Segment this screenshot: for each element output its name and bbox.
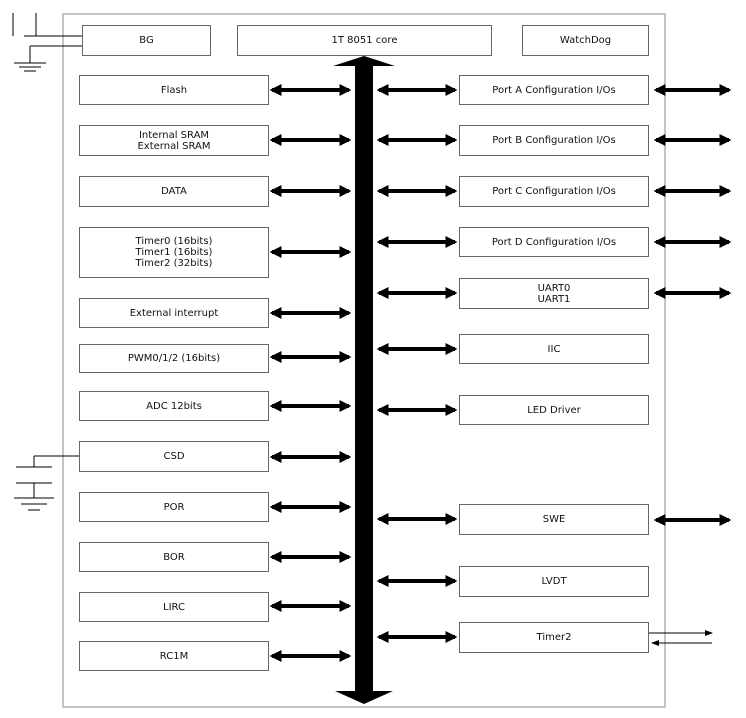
port-d-block: Port D Configuration I/Os: [459, 227, 649, 257]
led-driver-block: LED Driver: [459, 395, 649, 425]
watchdog-block: WatchDog: [522, 25, 649, 56]
watchdog-label: WatchDog: [559, 35, 612, 46]
chip-boundary: [62, 13, 666, 708]
csd-external-circuit: [14, 455, 79, 511]
rc1m-label: RC1M: [159, 650, 189, 662]
port-c-block: Port C Configuration I/Os: [459, 176, 649, 207]
external-sram-label: External SRAM: [137, 140, 211, 152]
timer2-signal-arrows: [648, 630, 713, 646]
rc1m-block: RC1M: [79, 641, 269, 671]
uart0-label: UART0: [537, 282, 571, 294]
uart-block: UART0 UART1: [459, 278, 649, 309]
port-a-block: Port A Configuration I/Os: [459, 75, 649, 105]
external-io-arrows: [653, 84, 732, 526]
bor-label: BOR: [163, 551, 185, 563]
adc-block: ADC 12bits: [79, 391, 269, 421]
core-label: 1T 8051 core: [331, 35, 398, 46]
lvdt-block: LVDT: [459, 566, 649, 597]
external-interrupt-block: External interrupt: [79, 298, 269, 328]
sram-block: Internal SRAM External SRAM: [79, 125, 269, 156]
main-bus: [333, 56, 395, 704]
led-driver-label: LED Driver: [527, 404, 581, 416]
timer2-label: Timer2 (32bits): [135, 258, 213, 269]
timer2-block: Timer2: [459, 622, 649, 653]
swe-block: SWE: [459, 504, 649, 535]
iic-block: IIC: [459, 334, 649, 364]
left-bus-arrows: [269, 84, 352, 662]
internal-sram-label: Internal SRAM: [138, 129, 210, 141]
pwm-label: PWM0/1/2 (16bits): [127, 353, 221, 364]
csd-block: CSD: [79, 441, 269, 472]
data-label: DATA: [161, 186, 187, 197]
timer1-label: Timer1 (16bits): [135, 247, 213, 258]
por-label: POR: [163, 501, 185, 513]
timer0-label: Timer0 (16bits): [135, 236, 213, 247]
adc-label: ADC 12bits: [146, 400, 202, 412]
timer2-peripheral-label: Timer2: [536, 632, 572, 643]
swe-label: SWE: [542, 514, 566, 525]
port-b-block: Port B Configuration I/Os: [459, 125, 649, 156]
external-interrupt-label: External interrupt: [129, 307, 219, 319]
right-bus-arrows: [376, 84, 458, 643]
core-block: 1T 8051 core: [237, 25, 492, 56]
bg-block: BG: [82, 25, 211, 56]
data-block: DATA: [79, 176, 269, 207]
uart1-label: UART1: [537, 293, 571, 305]
iic-label: IIC: [547, 343, 561, 355]
flash-block: Flash: [79, 75, 269, 105]
bg-external-circuit: [12, 13, 82, 72]
flash-label: Flash: [160, 84, 188, 96]
lvdt-label: LVDT: [541, 576, 567, 587]
lirc-block: LIRC: [79, 592, 269, 622]
port-d-label: Port D Configuration I/Os: [491, 236, 617, 248]
timers-block: Timer0 (16bits) Timer1 (16bits) Timer2 (…: [79, 227, 269, 278]
pwm-block: PWM0/1/2 (16bits): [79, 344, 269, 373]
port-a-label: Port A Configuration I/Os: [492, 84, 616, 96]
port-c-label: Port C Configuration I/Os: [492, 186, 616, 197]
port-b-label: Port B Configuration I/Os: [492, 135, 616, 146]
bg-label: BG: [139, 35, 154, 46]
bor-block: BOR: [79, 542, 269, 572]
csd-label: CSD: [163, 451, 185, 462]
por-block: POR: [79, 492, 269, 522]
lirc-label: LIRC: [163, 601, 185, 613]
